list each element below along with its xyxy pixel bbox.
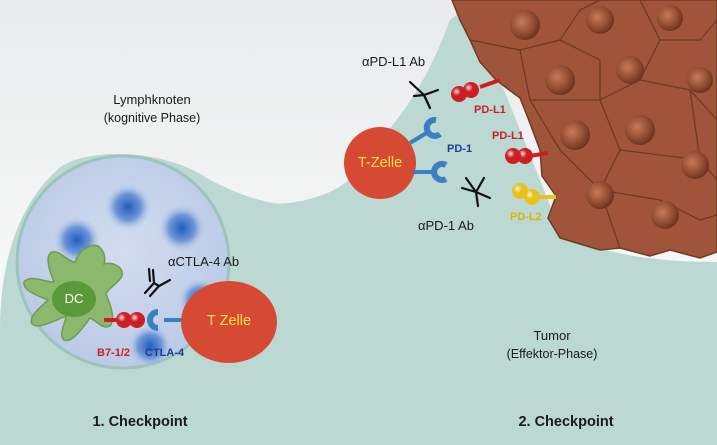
tumor-subtitle: (Effektor-Phase) xyxy=(506,347,598,361)
lymph-follicle xyxy=(128,324,172,368)
b7-label: B7-1/2 xyxy=(97,347,131,359)
lymph-follicle xyxy=(158,204,206,252)
pdl1-stalk xyxy=(529,151,549,158)
pdl1-stalk xyxy=(479,78,501,89)
ctla4-antibody-label: αCTLA-4 Ab xyxy=(168,254,240,269)
pd1-label: PD-1 xyxy=(447,143,473,155)
dendritic-cell-nucleus xyxy=(52,281,96,317)
tissue-bridge xyxy=(210,130,430,235)
tumor-title: Tumor xyxy=(533,328,571,343)
lymph-node-subtitle: (kognitive Phase) xyxy=(103,111,201,125)
tumor-cells xyxy=(510,5,713,229)
lymph-follicle xyxy=(104,183,152,231)
t-cell-tumor-label: T-Zelle xyxy=(357,155,403,171)
pdl1-antibody-label: αPD-L1 Ab xyxy=(362,54,426,69)
pd1-receptor xyxy=(423,116,442,139)
pdl1-antibody-icon xyxy=(408,80,440,110)
pdl2-label: PD-L2 xyxy=(510,211,542,223)
ctla4-antibody-icon xyxy=(143,267,172,298)
t-cell-lymph-label: T Zelle xyxy=(206,313,252,329)
pdl1-top-label: PD-L1 xyxy=(474,104,506,116)
tumor-cell-borders xyxy=(469,0,717,249)
pd1-receptor xyxy=(431,161,448,183)
checkpoint-2-heading: 2. Checkpoint xyxy=(518,414,614,430)
ctla4-label: CTLA-4 xyxy=(145,347,185,359)
pd1-antibody-label: αPD-1 Ab xyxy=(418,218,474,233)
dendritic-cell-label: DC xyxy=(64,291,84,306)
pdl1-mid-label: PD-L1 xyxy=(492,130,524,142)
t-cell-lymph xyxy=(181,281,277,363)
t-cell-tumor xyxy=(344,127,416,199)
ctla4-receptor xyxy=(147,309,159,331)
pd1-antibody-icon xyxy=(460,176,492,208)
checkpoint-1-heading: 1. Checkpoint xyxy=(92,414,188,430)
lymph-node-title: Lymphknoten xyxy=(113,92,191,107)
